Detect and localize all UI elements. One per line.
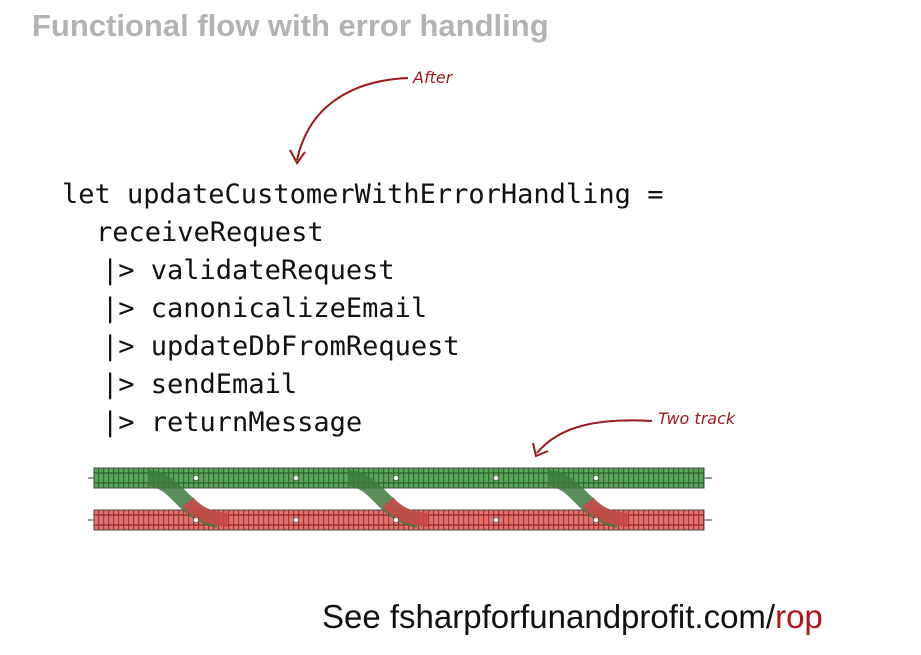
track-switch: [546, 470, 629, 528]
code-line-declaration: let updateCustomerWithErrorHandling =: [62, 179, 664, 210]
pipe-operator: |>: [102, 331, 135, 362]
slide-title: Functional flow with error handling: [32, 8, 549, 43]
code-line-step: |> canonicalizeEmail: [62, 290, 663, 328]
reference-link-prefix: See fsharpforfunandprofit.com/: [322, 598, 776, 635]
two-track-railway-illustration: [88, 467, 712, 531]
twotrack-arrowhead-icon: [532, 442, 549, 458]
after-arrow-icon: [296, 77, 409, 161]
pipe-operator: |>: [102, 255, 135, 286]
track-switch: [346, 470, 429, 528]
pipe-operator: |>: [102, 407, 135, 438]
step-send-email: sendEmail: [150, 369, 298, 400]
code-line-step: |> returnMessage: [62, 404, 663, 442]
step-canonicalize-email: canonicalizeEmail: [150, 293, 428, 324]
reference-link[interactable]: See fsharpforfunandprofit.com/rop: [322, 598, 823, 636]
two-track-annotation: Two track: [658, 409, 736, 428]
pipe-operator: |>: [102, 293, 135, 324]
code-block: let updateCustomerWithErrorHandling = re…: [62, 176, 663, 442]
code-line-step: |> sendEmail: [62, 366, 663, 404]
step-validate-request: validateRequest: [150, 255, 395, 286]
pipe-operator: |>: [102, 369, 135, 400]
step-update-db: updateDbFromRequest: [150, 331, 460, 362]
after-annotation: After: [413, 68, 453, 87]
reference-link-highlight: rop: [775, 598, 823, 635]
code-line-step: |> updateDbFromRequest: [62, 328, 663, 366]
track-switch: [146, 470, 229, 528]
code-line-receive: receiveRequest: [96, 217, 324, 248]
success-track: [93, 467, 705, 489]
step-return-message: returnMessage: [150, 407, 363, 438]
after-arrowhead-icon: [289, 149, 306, 165]
code-line-step: |> validateRequest: [62, 252, 663, 290]
